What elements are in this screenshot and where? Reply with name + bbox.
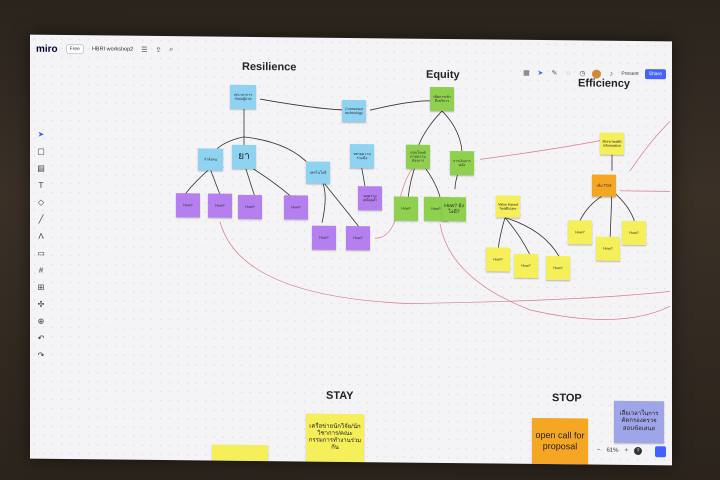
sticky-note[interactable]: How? xyxy=(486,247,510,272)
sticky-note[interactable]: How? xyxy=(596,236,620,261)
sticky-note[interactable]: Connected technology xyxy=(342,99,366,123)
title-efficiency: Efficiency xyxy=(578,77,630,90)
sticky-note[interactable]: เสียเวลาในการคัดกรองตรวจสอบข้อเสนอ xyxy=(614,400,664,444)
sticky-note[interactable]: ขยายความร่วมมือ xyxy=(350,143,374,169)
sticky-note[interactable]: How? xyxy=(514,253,538,278)
sticky-note[interactable]: How? xyxy=(346,225,370,251)
zoom-level[interactable]: 61% xyxy=(606,447,619,454)
help-icon[interactable]: ? xyxy=(634,446,642,456)
sticky-note[interactable]: Value based healthcare xyxy=(496,195,520,218)
zoom-in-button[interactable]: + xyxy=(624,447,628,454)
zoom-out-button[interactable]: − xyxy=(596,447,601,454)
title-stay: STAY xyxy=(326,389,354,403)
sticky-note[interactable]: How? xyxy=(238,194,262,220)
projected-screen: miro Free HBRI workshop2 ☰ ⇪ ⌕ ▦ ➤ ✎ ◌ ◷… xyxy=(30,34,672,466)
sticky-note[interactable]: How? xyxy=(546,256,570,281)
sticky-note[interactable]: More health information xyxy=(600,132,624,155)
sticky-note[interactable]: open call for proposal xyxy=(532,417,588,465)
sticky-note[interactable]: How? xyxy=(568,220,592,245)
title-equity: Equity xyxy=(426,68,460,82)
sticky-note[interactable]: เครือข่ายนักวิจัย/นักวิชาการ/คณะกรรมการท… xyxy=(306,413,364,463)
minimap-icon[interactable] xyxy=(655,446,666,458)
sticky-note[interactable]: How? xyxy=(622,220,646,246)
sticky-note[interactable]: การเงินการคลัง xyxy=(450,151,474,176)
sticky-note[interactable]: เพิ่ม TCM xyxy=(592,174,616,197)
sticky-note[interactable]: How? ยังไงดี? xyxy=(442,196,466,222)
sticky-note[interactable]: How? xyxy=(284,195,308,220)
title-resilience: Resilience xyxy=(242,60,297,74)
sticky-note[interactable]: How? xyxy=(208,193,232,218)
title-stop: STOP xyxy=(552,392,582,405)
sticky-note[interactable]: ลดเวลาการส่งต่อผู้ป่วย xyxy=(230,84,256,110)
zoom-controls: − 61% + ? xyxy=(596,446,642,456)
sticky-note[interactable]: How? xyxy=(176,193,200,218)
sticky-note[interactable]: ยา xyxy=(232,144,256,170)
sticky-note[interactable]: กำลังคน xyxy=(198,148,223,171)
sticky-note[interactable]: How? xyxy=(394,196,418,221)
sticky-note[interactable]: เพิ่มการเข้าถึงบริการ xyxy=(430,86,454,112)
sticky-note[interactable]: เทคโนโลยี xyxy=(306,161,330,184)
sticky-note[interactable]: ลดความเหลื่อมล้ำ xyxy=(358,186,382,211)
sticky-note[interactable]: ตอบโจทย์ตามความต้องการ xyxy=(406,144,430,169)
sticky-note[interactable]: How? xyxy=(312,225,336,250)
sticky-note-partial[interactable] xyxy=(212,444,268,462)
